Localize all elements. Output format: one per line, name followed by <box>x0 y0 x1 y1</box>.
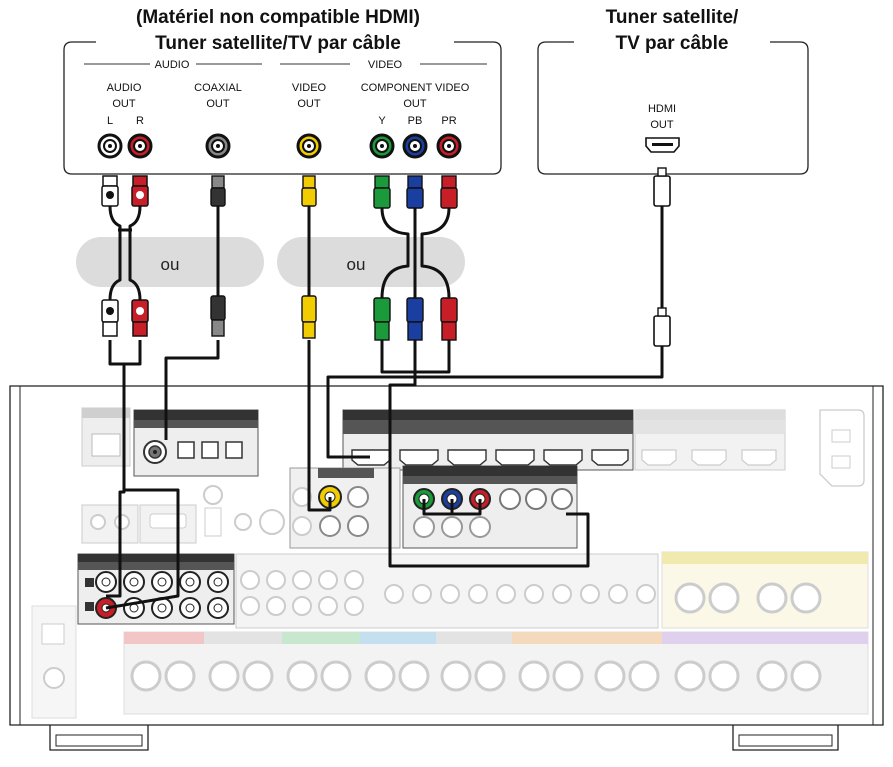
rca-jack-icon <box>205 133 231 159</box>
hdmi-out-label-1: HDMI <box>648 103 676 115</box>
rca-plug-icon <box>131 175 149 207</box>
video-group-label: VIDEO <box>368 59 403 71</box>
coaxial-plug-icon <box>210 295 226 337</box>
rca-plug-icon <box>101 175 119 207</box>
rca-plug-icon <box>373 175 391 209</box>
comp-y-label: Y <box>378 115 386 127</box>
audio-out-label-1: AUDIO <box>107 82 142 94</box>
rca-plug-icon <box>101 299 119 337</box>
right-source-device: HDMI OUT <box>537 41 809 175</box>
rca-jack-icon <box>369 133 395 159</box>
rca-plug-icon <box>373 297 391 341</box>
rca-plug-icon <box>301 175 317 207</box>
rca-plug-icon <box>131 299 149 337</box>
rca-jack-icon <box>296 133 322 159</box>
coaxial-out-label-1: COAXIAL <box>194 82 242 94</box>
rca-plug-icon <box>301 295 317 339</box>
right-device-title-line1: Tuner satellite/ <box>606 7 739 28</box>
component-out-label-1: COMPONENT VIDEO <box>361 82 470 94</box>
hdmi-port-icon <box>645 137 680 153</box>
video-out-label-2: OUT <box>297 98 321 110</box>
audio-group-label: AUDIO <box>155 59 190 71</box>
rca-plug-icon <box>406 297 424 341</box>
left-device-title-line1: (Matériel non compatible HDMI) <box>136 7 420 28</box>
video-out-label-1: VIDEO <box>292 82 327 94</box>
audio-l-label: L <box>107 115 113 127</box>
left-device-title-line2: Tuner satellite/TV par câble <box>155 33 401 54</box>
rca-jack-icon <box>127 133 153 159</box>
av-receiver-rear-panel <box>9 385 884 751</box>
hdmi-plug-icon <box>653 167 671 207</box>
rca-plug-icon <box>440 175 458 209</box>
or-label-left: ou <box>161 255 180 274</box>
audio-out-label-2: OUT <box>112 98 136 110</box>
rca-plug-icon <box>440 297 458 341</box>
comp-pr-label: PR <box>441 115 456 127</box>
or-bubble-right <box>277 237 465 287</box>
rca-jack-icon <box>402 133 428 159</box>
rca-jack-icon <box>436 133 462 159</box>
rca-jack-icon <box>97 133 123 159</box>
hdmi-plug-icon <box>653 307 671 347</box>
comp-pb-label: PB <box>408 115 423 127</box>
rca-plug-icon <box>406 175 424 209</box>
left-source-device: AUDIO VIDEO AUDIO OUT L R COAXIAL OUT VI… <box>63 41 502 175</box>
hdmi-out-label-2: OUT <box>650 119 674 131</box>
component-out-label-2: OUT <box>403 98 427 110</box>
audio-r-label: R <box>136 115 144 127</box>
or-label-right: ou <box>347 255 366 274</box>
coaxial-plug-icon <box>210 175 226 207</box>
right-device-title-line2: TV par câble <box>616 33 729 54</box>
coaxial-out-label-2: OUT <box>206 98 230 110</box>
cables <box>105 204 664 610</box>
